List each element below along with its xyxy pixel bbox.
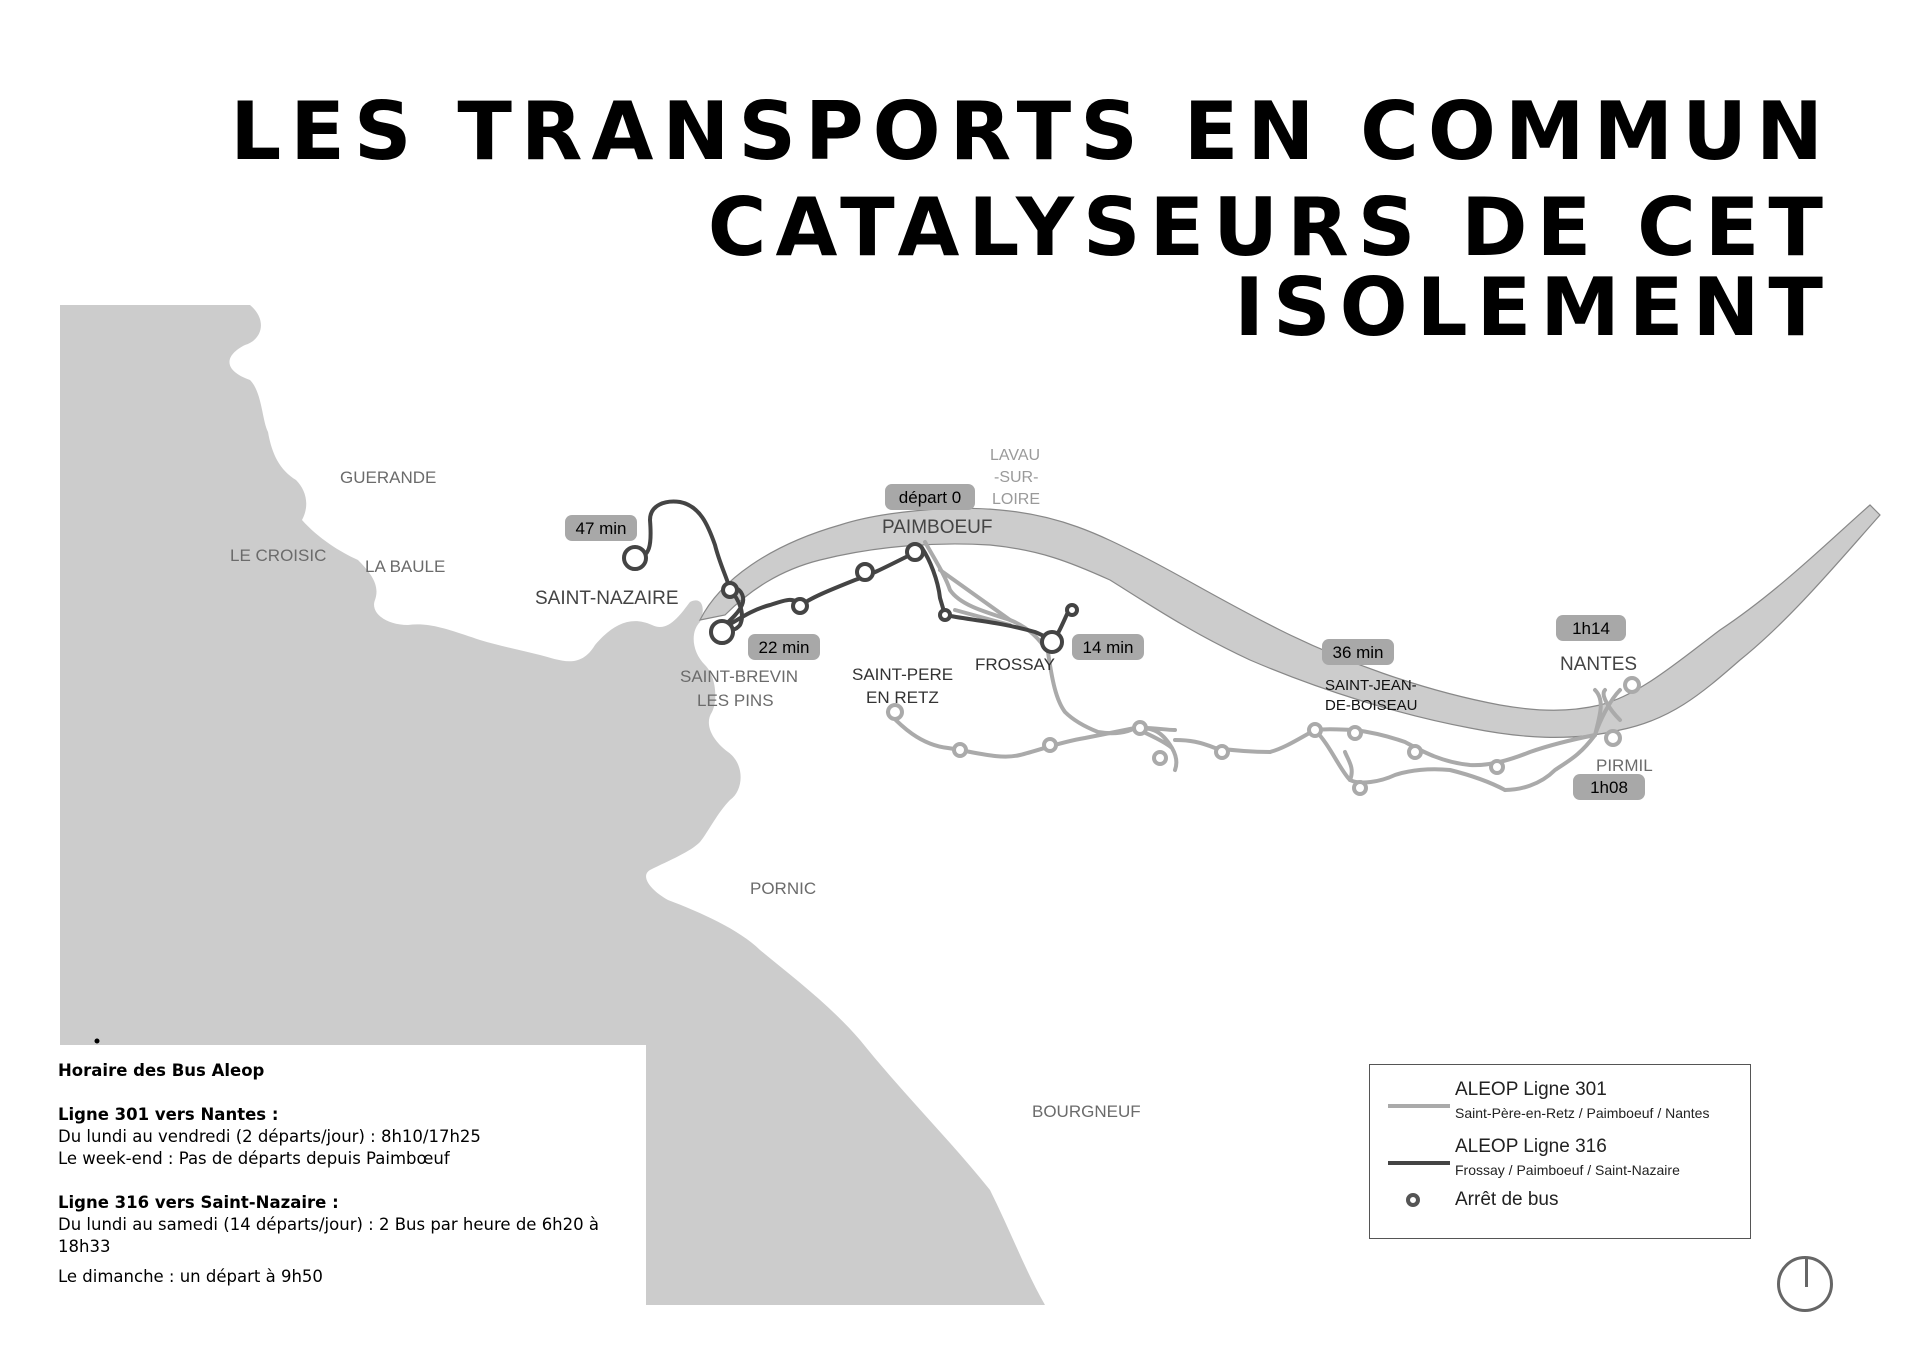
page-title-line-2: CATALYSEURS DE CET ISOLEMENT	[707, 181, 1832, 354]
label-paimboeuf: PAIMBOEUF	[882, 517, 993, 538]
legend-316-swatch	[1388, 1161, 1450, 1165]
label-saint-jean-2: DE-BOISEAU	[1325, 697, 1418, 714]
label-pirmil: PIRMIL	[1596, 756, 1653, 775]
schedule-301-weekday: Du lundi au vendredi (2 départs/jour) : …	[58, 1127, 481, 1146]
label-la-baule: LA BAULE	[365, 557, 445, 576]
badge-frossay: 14 min	[1072, 634, 1144, 660]
legend: ALEOP Ligne 301 Saint-Père-en-Retz / Pai…	[1369, 1064, 1751, 1239]
label-pornic: PORNIC	[750, 879, 816, 898]
legend-316-title: ALEOP Ligne 316	[1455, 1136, 1607, 1157]
label-lavau-2: -SUR-	[994, 469, 1038, 486]
badge-pirmil: 1h08	[1573, 774, 1645, 800]
badge-pirmil-text: 1h08	[1590, 778, 1628, 797]
schedule-panel: Horaire des Bus Aleop Ligne 301 vers Nan…	[52, 1045, 646, 1307]
north-arrow-icon	[1777, 1256, 1833, 1312]
label-saint-pere-2: EN RETZ	[866, 688, 939, 707]
badge-saint-nazaire-text: 47 min	[575, 519, 626, 538]
label-saint-pere-1: SAINT-PERE	[852, 665, 953, 684]
label-saint-brevin-1: SAINT-BREVIN	[680, 667, 798, 686]
label-le-croisic: LE CROISIC	[230, 546, 326, 565]
badge-depart: départ 0	[885, 484, 975, 510]
schedule-316-weekday: Du lundi au samedi (14 départs/jour) : 2…	[58, 1215, 599, 1256]
label-saint-jean-1: SAINT-JEAN-	[1325, 677, 1417, 694]
badge-saint-brevin: 22 min	[748, 634, 820, 660]
label-guerande: GUERANDE	[340, 468, 436, 487]
label-bourgneuf: BOURGNEUF	[1032, 1102, 1141, 1121]
bus-stops-301	[886, 676, 1641, 796]
badge-nantes: 1h14	[1556, 615, 1626, 641]
legend-stop-label: Arrêt de bus	[1455, 1189, 1559, 1210]
schedule-301-weekend: Le week-end : Pas de départs depuis Paim…	[58, 1149, 450, 1168]
schedule-heading: Horaire des Bus Aleop	[58, 1061, 265, 1080]
bus-stops-316	[622, 542, 1079, 654]
loire-river	[698, 504, 1881, 738]
badge-depart-text: départ 0	[899, 488, 961, 507]
badge-saint-jean: 36 min	[1322, 639, 1394, 665]
label-lavau-1: LAVAU	[990, 447, 1040, 464]
badge-saint-jean-text: 36 min	[1332, 643, 1383, 662]
label-nantes: NANTES	[1560, 654, 1637, 675]
label-saint-nazaire: SAINT-NAZAIRE	[535, 588, 679, 609]
badge-saint-nazaire: 47 min	[565, 515, 637, 541]
badge-frossay-text: 14 min	[1082, 638, 1133, 657]
bus-stop-icon	[1406, 1193, 1420, 1207]
legend-316-sub: Frossay / Paimboeuf / Saint-Nazaire	[1455, 1162, 1680, 1178]
schedule-316-sunday: Le dimanche : un départ à 9h50	[58, 1267, 323, 1286]
schedule-301-title: Ligne 301 vers Nantes :	[58, 1105, 279, 1124]
map-dot	[94, 1038, 100, 1044]
legend-301-sub: Saint-Père-en-Retz / Paimboeuf / Nantes	[1455, 1105, 1710, 1121]
label-frossay: FROSSAY	[975, 655, 1055, 674]
legend-301-title: ALEOP Ligne 301	[1455, 1079, 1607, 1100]
schedule-316-title: Ligne 316 vers Saint-Nazaire :	[58, 1193, 339, 1212]
badge-nantes-text: 1h14	[1572, 619, 1610, 638]
label-saint-brevin-2: LES PINS	[697, 691, 774, 710]
page-title-line-1: LES TRANSPORTS EN COMMUN	[230, 85, 1832, 178]
legend-301-swatch	[1388, 1104, 1450, 1108]
badge-saint-brevin-text: 22 min	[758, 638, 809, 657]
label-lavau-3: LOIRE	[992, 491, 1040, 508]
